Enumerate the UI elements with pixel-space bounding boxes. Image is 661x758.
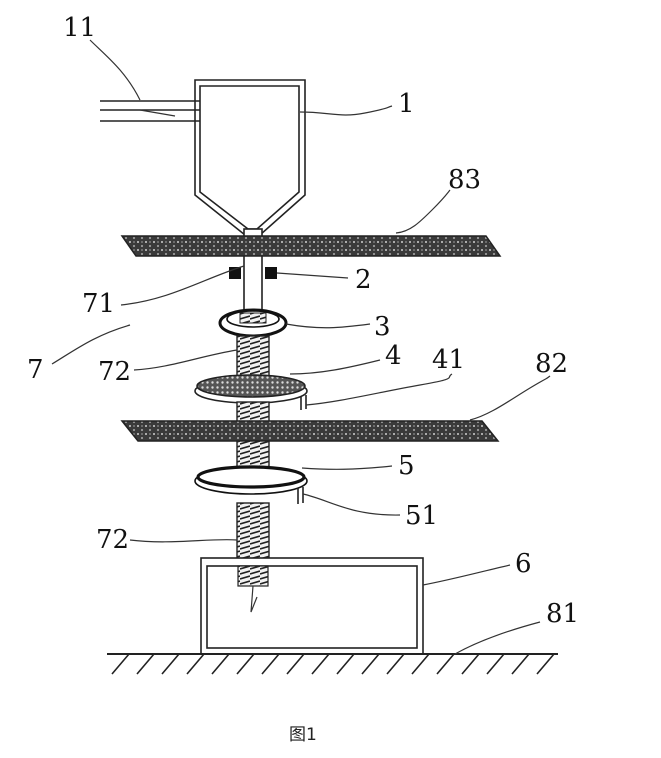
upper-plate bbox=[120, 235, 502, 257]
label-7: 7 bbox=[27, 355, 44, 385]
label-3: 3 bbox=[374, 312, 391, 342]
label-6: 6 bbox=[515, 549, 532, 579]
label-1: 1 bbox=[398, 89, 415, 119]
sealing-ring bbox=[194, 465, 308, 504]
nut bbox=[218, 308, 288, 338]
label-82: 82 bbox=[535, 349, 568, 379]
label-2: 2 bbox=[355, 265, 372, 295]
leader-lines bbox=[51, 39, 551, 655]
label-4: 4 bbox=[385, 341, 402, 371]
base-box bbox=[200, 557, 424, 655]
middle-plate bbox=[120, 420, 500, 442]
label-72-lower: 72 bbox=[96, 525, 129, 555]
label-72-upper: 72 bbox=[98, 357, 131, 387]
feed-tube bbox=[243, 256, 263, 310]
ground bbox=[107, 653, 558, 675]
label-5: 5 bbox=[398, 451, 415, 481]
label-71: 71 bbox=[82, 289, 115, 319]
label-11: 11 bbox=[63, 13, 96, 43]
threaded-rod-upper bbox=[236, 335, 270, 377]
label-83: 83 bbox=[448, 165, 481, 195]
label-51: 51 bbox=[405, 501, 438, 531]
reference-labels: 11 1 83 2 71 3 7 72 4 41 82 5 51 72 6 81 bbox=[27, 13, 579, 629]
filter-disk bbox=[194, 374, 308, 410]
figure-caption: 图1 bbox=[289, 725, 317, 745]
label-41: 41 bbox=[432, 345, 465, 375]
hopper bbox=[194, 79, 306, 248]
inlet-pipe bbox=[100, 100, 200, 122]
threaded-rod-lower-segment bbox=[236, 440, 270, 468]
label-81: 81 bbox=[546, 599, 579, 629]
